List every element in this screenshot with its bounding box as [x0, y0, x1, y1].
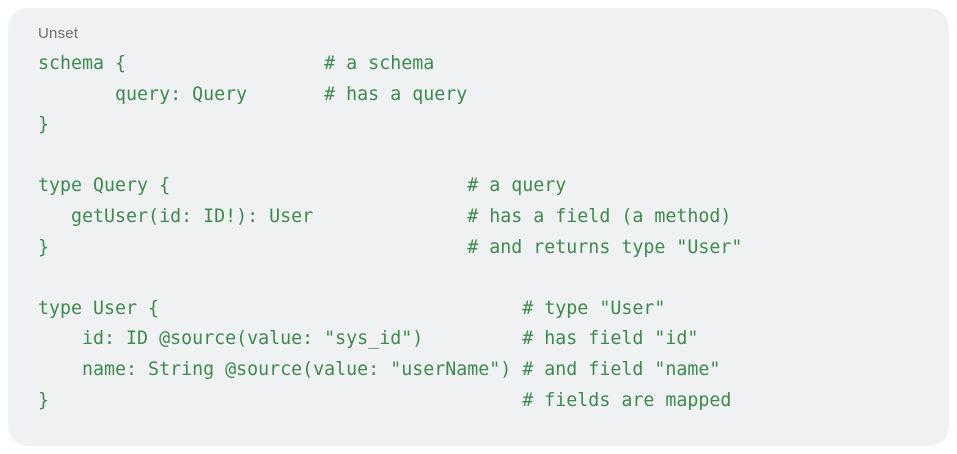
code-card-label: Unset [38, 25, 79, 42]
code-card: Unset schema { # a schema query: Query #… [8, 8, 949, 446]
code-block: schema { # a schema query: Query # has a… [38, 53, 743, 411]
